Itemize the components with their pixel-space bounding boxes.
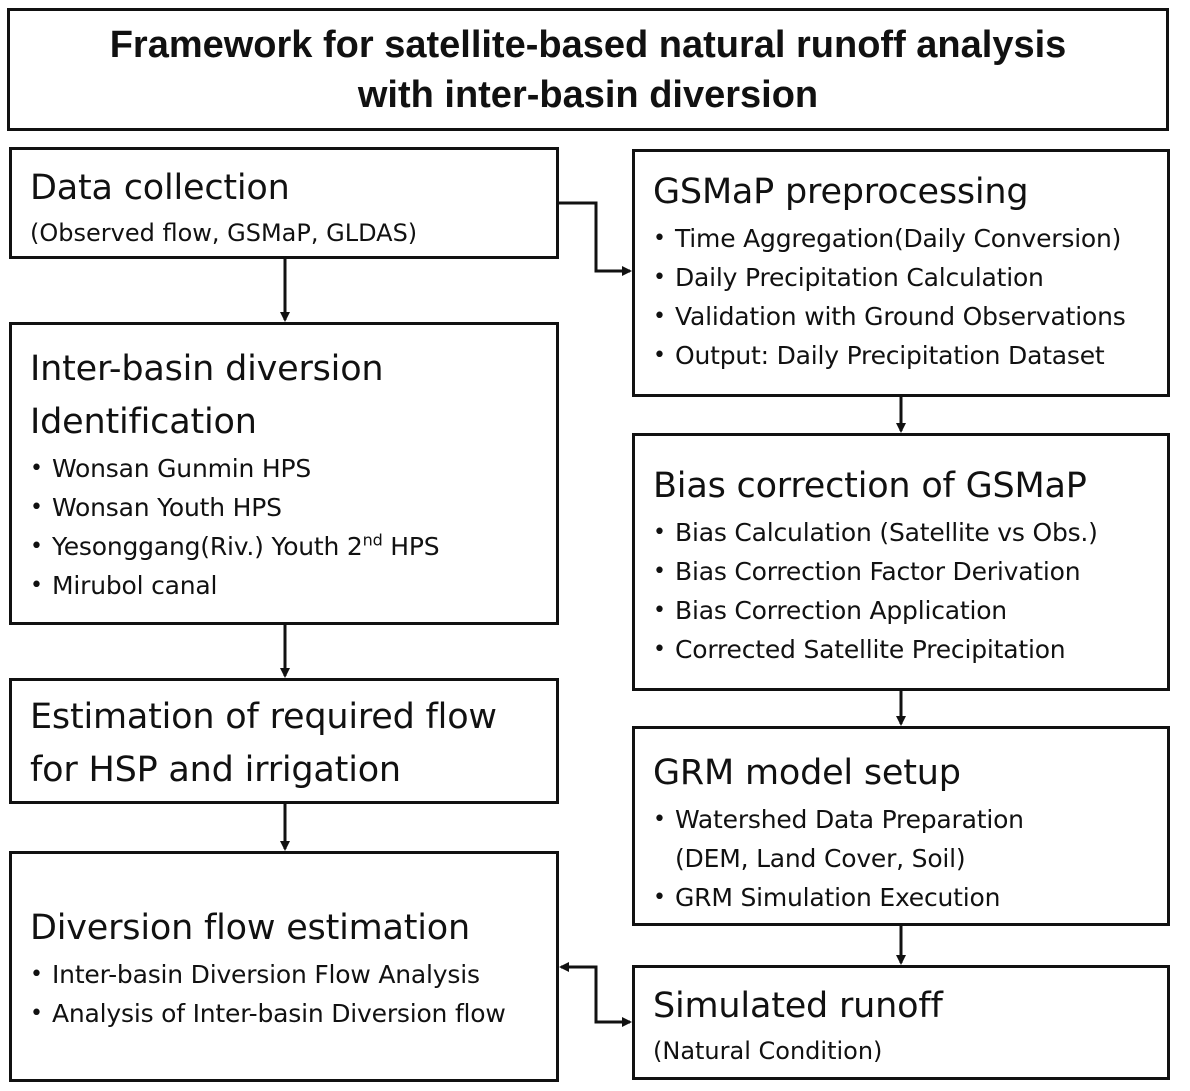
data-collection-sources: (Observed flow, GSMaP, GLDAS) [30, 219, 418, 247]
list-item: Output: Daily Precipitation Dataset [653, 336, 1167, 375]
diversion-identification-list: Wonsan Gunmin HPS Wonsan Youth HPS Yeson… [30, 449, 556, 605]
gsmap-preprocessing-list: Time Aggregation(Daily Conversion) Daily… [653, 219, 1167, 375]
diversion-identification-heading-2: Identification [30, 402, 257, 442]
list-item: Watershed Data Preparation [653, 800, 1167, 839]
title-box: Framework for satellite-based natural ru… [7, 8, 1169, 131]
required-flow-box: Estimation of required flow for HSP and … [9, 678, 559, 804]
required-flow-heading-1: Estimation of required flow [30, 697, 497, 737]
bias-correction-list: Bias Calculation (Satellite vs Obs.) Bia… [653, 513, 1167, 669]
title-line-1: Framework for satellite-based natural ru… [109, 23, 1067, 66]
bias-correction-box: Bias correction of GSMaP Bias Calculatio… [632, 433, 1170, 691]
diversion-flow-list: Inter-basin Diversion Flow Analysis Anal… [30, 955, 556, 1033]
data-collection-heading: Data collection [30, 168, 290, 208]
list-item: Mirubol canal [30, 566, 556, 605]
list-item-continuation: (DEM, Land Cover, Soil) [675, 844, 966, 873]
diversion-flow-heading: Diversion flow estimation [30, 908, 471, 948]
grm-setup-heading: GRM model setup [653, 753, 961, 793]
simulated-runoff-box: Simulated runoff (Natural Condition) [632, 965, 1170, 1080]
list-item: Validation with Ground Observations [653, 297, 1167, 336]
list-item: Yesonggang(Riv.) Youth 2nd HPS [30, 527, 556, 566]
title-line-2: with inter-basin diversion [357, 73, 819, 116]
list-item: Analysis of Inter-basin Diversion flow [30, 994, 556, 1033]
simulated-runoff-condition: (Natural Condition) [653, 1037, 883, 1065]
grm-setup-box: GRM model setup Watershed Data Preparati… [632, 726, 1170, 926]
list-item: Wonsan Youth HPS [30, 488, 556, 527]
diversion-identification-heading-1: Inter-basin diversion [30, 349, 384, 389]
diagram-title: Framework for satellite-based natural ru… [110, 20, 1067, 120]
arrow-collection-to-preprocessing [559, 201, 632, 276]
list-item-text-end: HPS [382, 532, 440, 561]
list-item: Bias Correction Application [653, 591, 1167, 630]
list-item-text: Yesonggang(Riv.) Youth 2 [52, 532, 363, 561]
list-item: Daily Precipitation Calculation [653, 258, 1167, 297]
required-flow-heading-2: for HSP and irrigation [30, 750, 401, 790]
bias-correction-heading: Bias correction of GSMaP [653, 466, 1087, 506]
list-item: GRM Simulation Execution [653, 878, 1167, 917]
list-item-superscript: nd [362, 530, 383, 550]
list-item: Wonsan Gunmin HPS [30, 449, 556, 488]
arrow-runoff-diversion-bidirectional [559, 962, 632, 1027]
list-item: Bias Correction Factor Derivation [653, 552, 1167, 591]
list-item: Corrected Satellite Precipitation [653, 630, 1167, 669]
grm-setup-list: Watershed Data Preparation (DEM, Land Co… [653, 800, 1167, 917]
simulated-runoff-heading: Simulated runoff [653, 986, 943, 1026]
data-collection-box: Data collection (Observed flow, GSMaP, G… [9, 147, 559, 259]
gsmap-preprocessing-heading: GSMaP preprocessing [653, 172, 1029, 212]
diversion-flow-box: Diversion flow estimation Inter-basin Di… [9, 851, 559, 1082]
list-item: Time Aggregation(Daily Conversion) [653, 219, 1167, 258]
list-item: Bias Calculation (Satellite vs Obs.) [653, 513, 1167, 552]
diversion-identification-box: Inter-basin diversion Identification Won… [9, 322, 559, 625]
list-item: Inter-basin Diversion Flow Analysis [30, 955, 556, 994]
gsmap-preprocessing-box: GSMaP preprocessing Time Aggregation(Dai… [632, 149, 1170, 397]
